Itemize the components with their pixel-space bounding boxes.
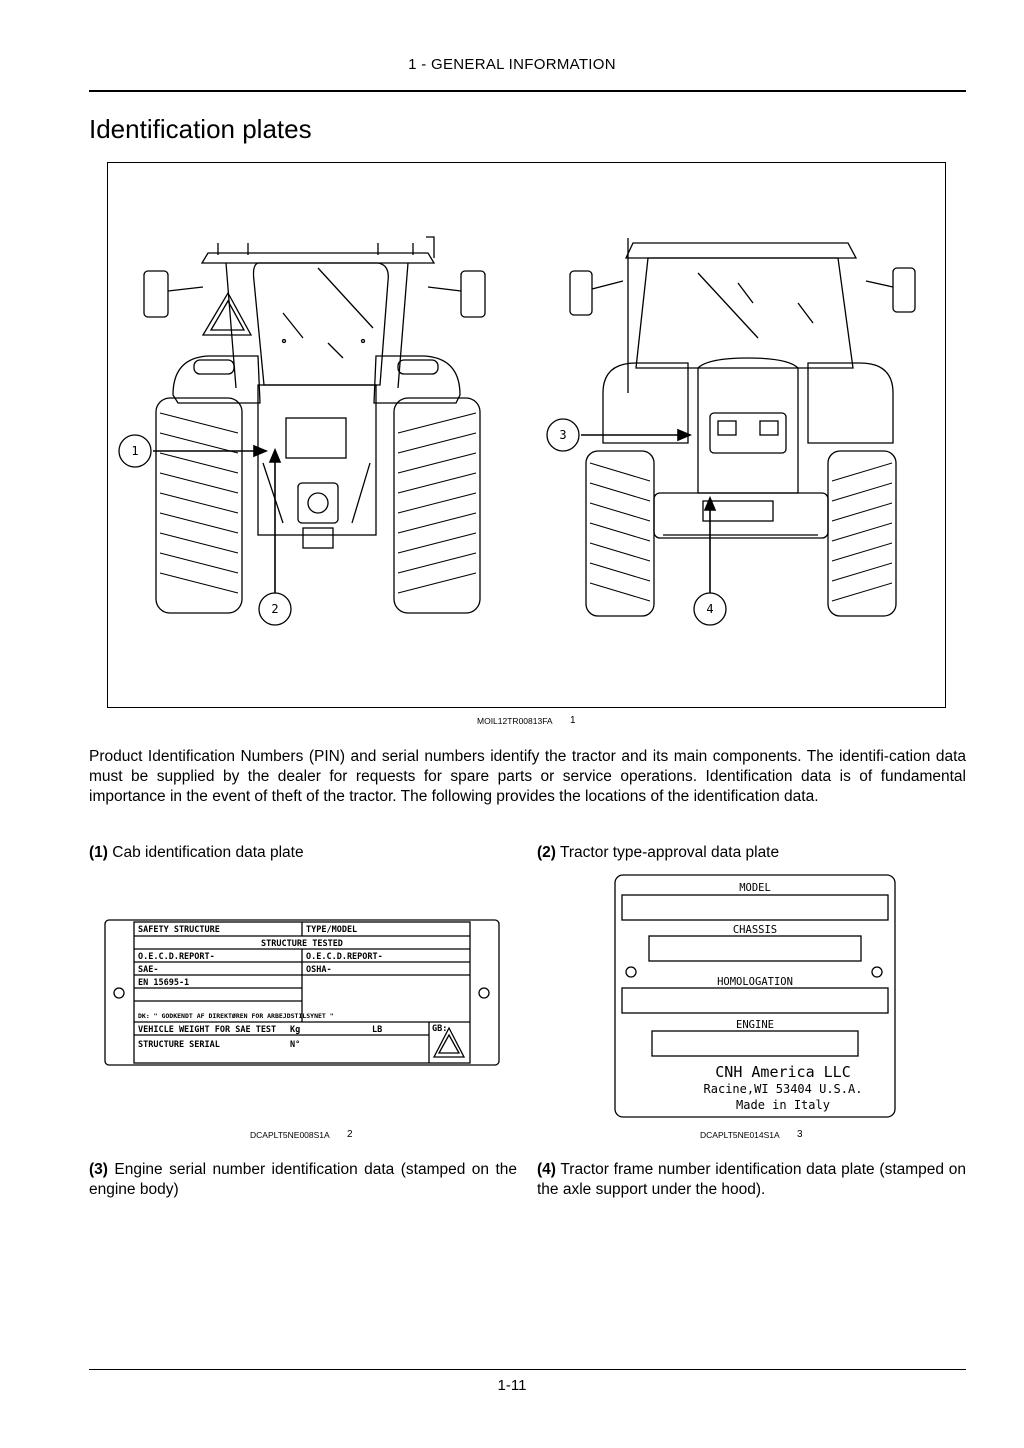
item-2: (2) Tractor type-approval data plate [537,843,967,863]
cab-identification-plate: SAFETY STRUCTURE TYPE/MODEL STRUCTURE TE… [104,919,500,1066]
plate-structure-tested: STRUCTURE TESTED [261,939,343,949]
figure-3-number: 3 [797,1129,803,1140]
plate-oecd-right: O.E.C.D.REPORT- [306,952,383,962]
tractor-figure-frame: 1 2 3 4 [107,162,946,708]
item-4: (4) Tractor frame number identification … [537,1160,966,1200]
plate-made-in: Made in Italy [736,1098,830,1112]
intro-paragraph: Product Identification Numbers (PIN) and… [89,748,966,805]
callout-2-label: 2 [271,602,278,616]
plate-osha: OSHA- [306,965,332,975]
item-2-text: Tractor type-approval data plate [559,844,780,861]
plate-engine-label: ENGINE [736,1019,774,1031]
callout-4-label: 4 [706,602,713,616]
header-divider [89,90,966,92]
plate-company: CNH America LLC [715,1063,850,1081]
left-mirror-shape [143,270,169,318]
figure-2-number: 2 [347,1129,353,1140]
item-2-number: (2) [537,844,556,861]
tractor-rear-front-illustration: 1 2 3 4 [118,236,916,626]
plate-homologation-label: HOMOLOGATION [717,976,793,988]
tire-treads [159,412,477,594]
plate-type-model: TYPE/MODEL [306,925,357,935]
callout-1-label: 1 [131,444,138,458]
plate-address: Racine,WI 53404 U.S.A. [704,1082,863,1096]
figure-3-code: DCAPLT5NE014S1A [700,1130,780,1140]
plate-directive: DK: " GODKENDT AF DIREKTØREN FOR ARBEJDS… [138,1012,334,1020]
plate-vehicle-weight: VEHICLE WEIGHT FOR SAE TEST [138,1025,276,1035]
figure-1-code: MOIL12TR00813FA [477,716,553,726]
figure-2-code: DCAPLT5NE008S1A [250,1130,330,1140]
item-1-number: (1) [89,844,108,861]
plate-chassis-label: CHASSIS [733,924,777,936]
plate-sae: SAE- [138,965,158,975]
section-header: 1 - GENERAL INFORMATION [408,56,616,73]
callout-1 [118,434,152,468]
plate-no: N° [290,1040,300,1050]
item-3: (3) Engine serial number identification … [89,1160,517,1200]
type-approval-plate: MODEL CHASSIS HOMOLOGATION ENGINE CNH Am… [614,874,896,1118]
callout-3 [546,418,580,452]
plate-structure-serial: STRUCTURE SERIAL [138,1040,220,1050]
plate-lb: LB [372,1025,382,1035]
item-3-text: Engine serial number identification data… [89,1161,517,1198]
item-3-number: (3) [89,1161,108,1178]
plate-safety-structure: SAFETY STRUCTURE [138,925,220,935]
page-title: Identification plates [89,114,312,144]
figure-1-number: 1 [570,715,576,726]
item-1-text: Cab identification data plate [112,844,304,861]
item-4-text: Tractor frame number identification data… [537,1161,966,1198]
item-4-number: (4) [537,1161,556,1178]
callout-3-label: 3 [559,428,566,442]
plate-en: EN 15695-1 [138,978,189,988]
plate-kg: Kg [290,1025,300,1035]
plate-model-label: MODEL [739,882,771,894]
callout-4 [693,592,727,626]
page-number: 1-11 [497,1377,527,1394]
plate-gb: GB: [432,1024,447,1034]
footer-divider [89,1369,966,1370]
item-1: (1) Cab identification data plate [89,843,519,863]
callout-2 [258,592,292,626]
plate-oecd-left: O.E.C.D.REPORT- [138,952,215,962]
